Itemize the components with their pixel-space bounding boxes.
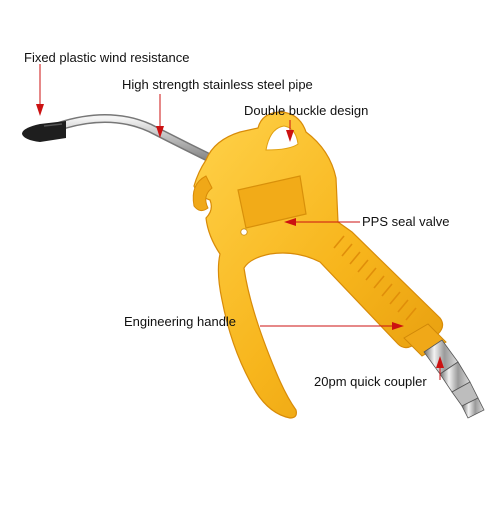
valve-screw: [240, 228, 248, 236]
valve-panel: [237, 175, 307, 229]
quick-coupler: [423, 339, 485, 419]
label-coupler: 20pm quick coupler: [314, 374, 427, 389]
label-buckle: Double buckle design: [244, 103, 369, 118]
grip-ribs: [333, 235, 417, 321]
label-nozzle: Fixed plastic wind resistance: [24, 50, 190, 65]
callout-pointers: [36, 64, 444, 380]
nozzle-tip: [22, 121, 66, 142]
gun-body: [193, 111, 444, 419]
label-valve: PPS seal valve: [362, 214, 450, 229]
trigger-hook: [192, 175, 213, 212]
label-handle: Engineering handle: [124, 314, 237, 329]
label-pipe: High strength stainless steel pipe: [122, 77, 313, 92]
